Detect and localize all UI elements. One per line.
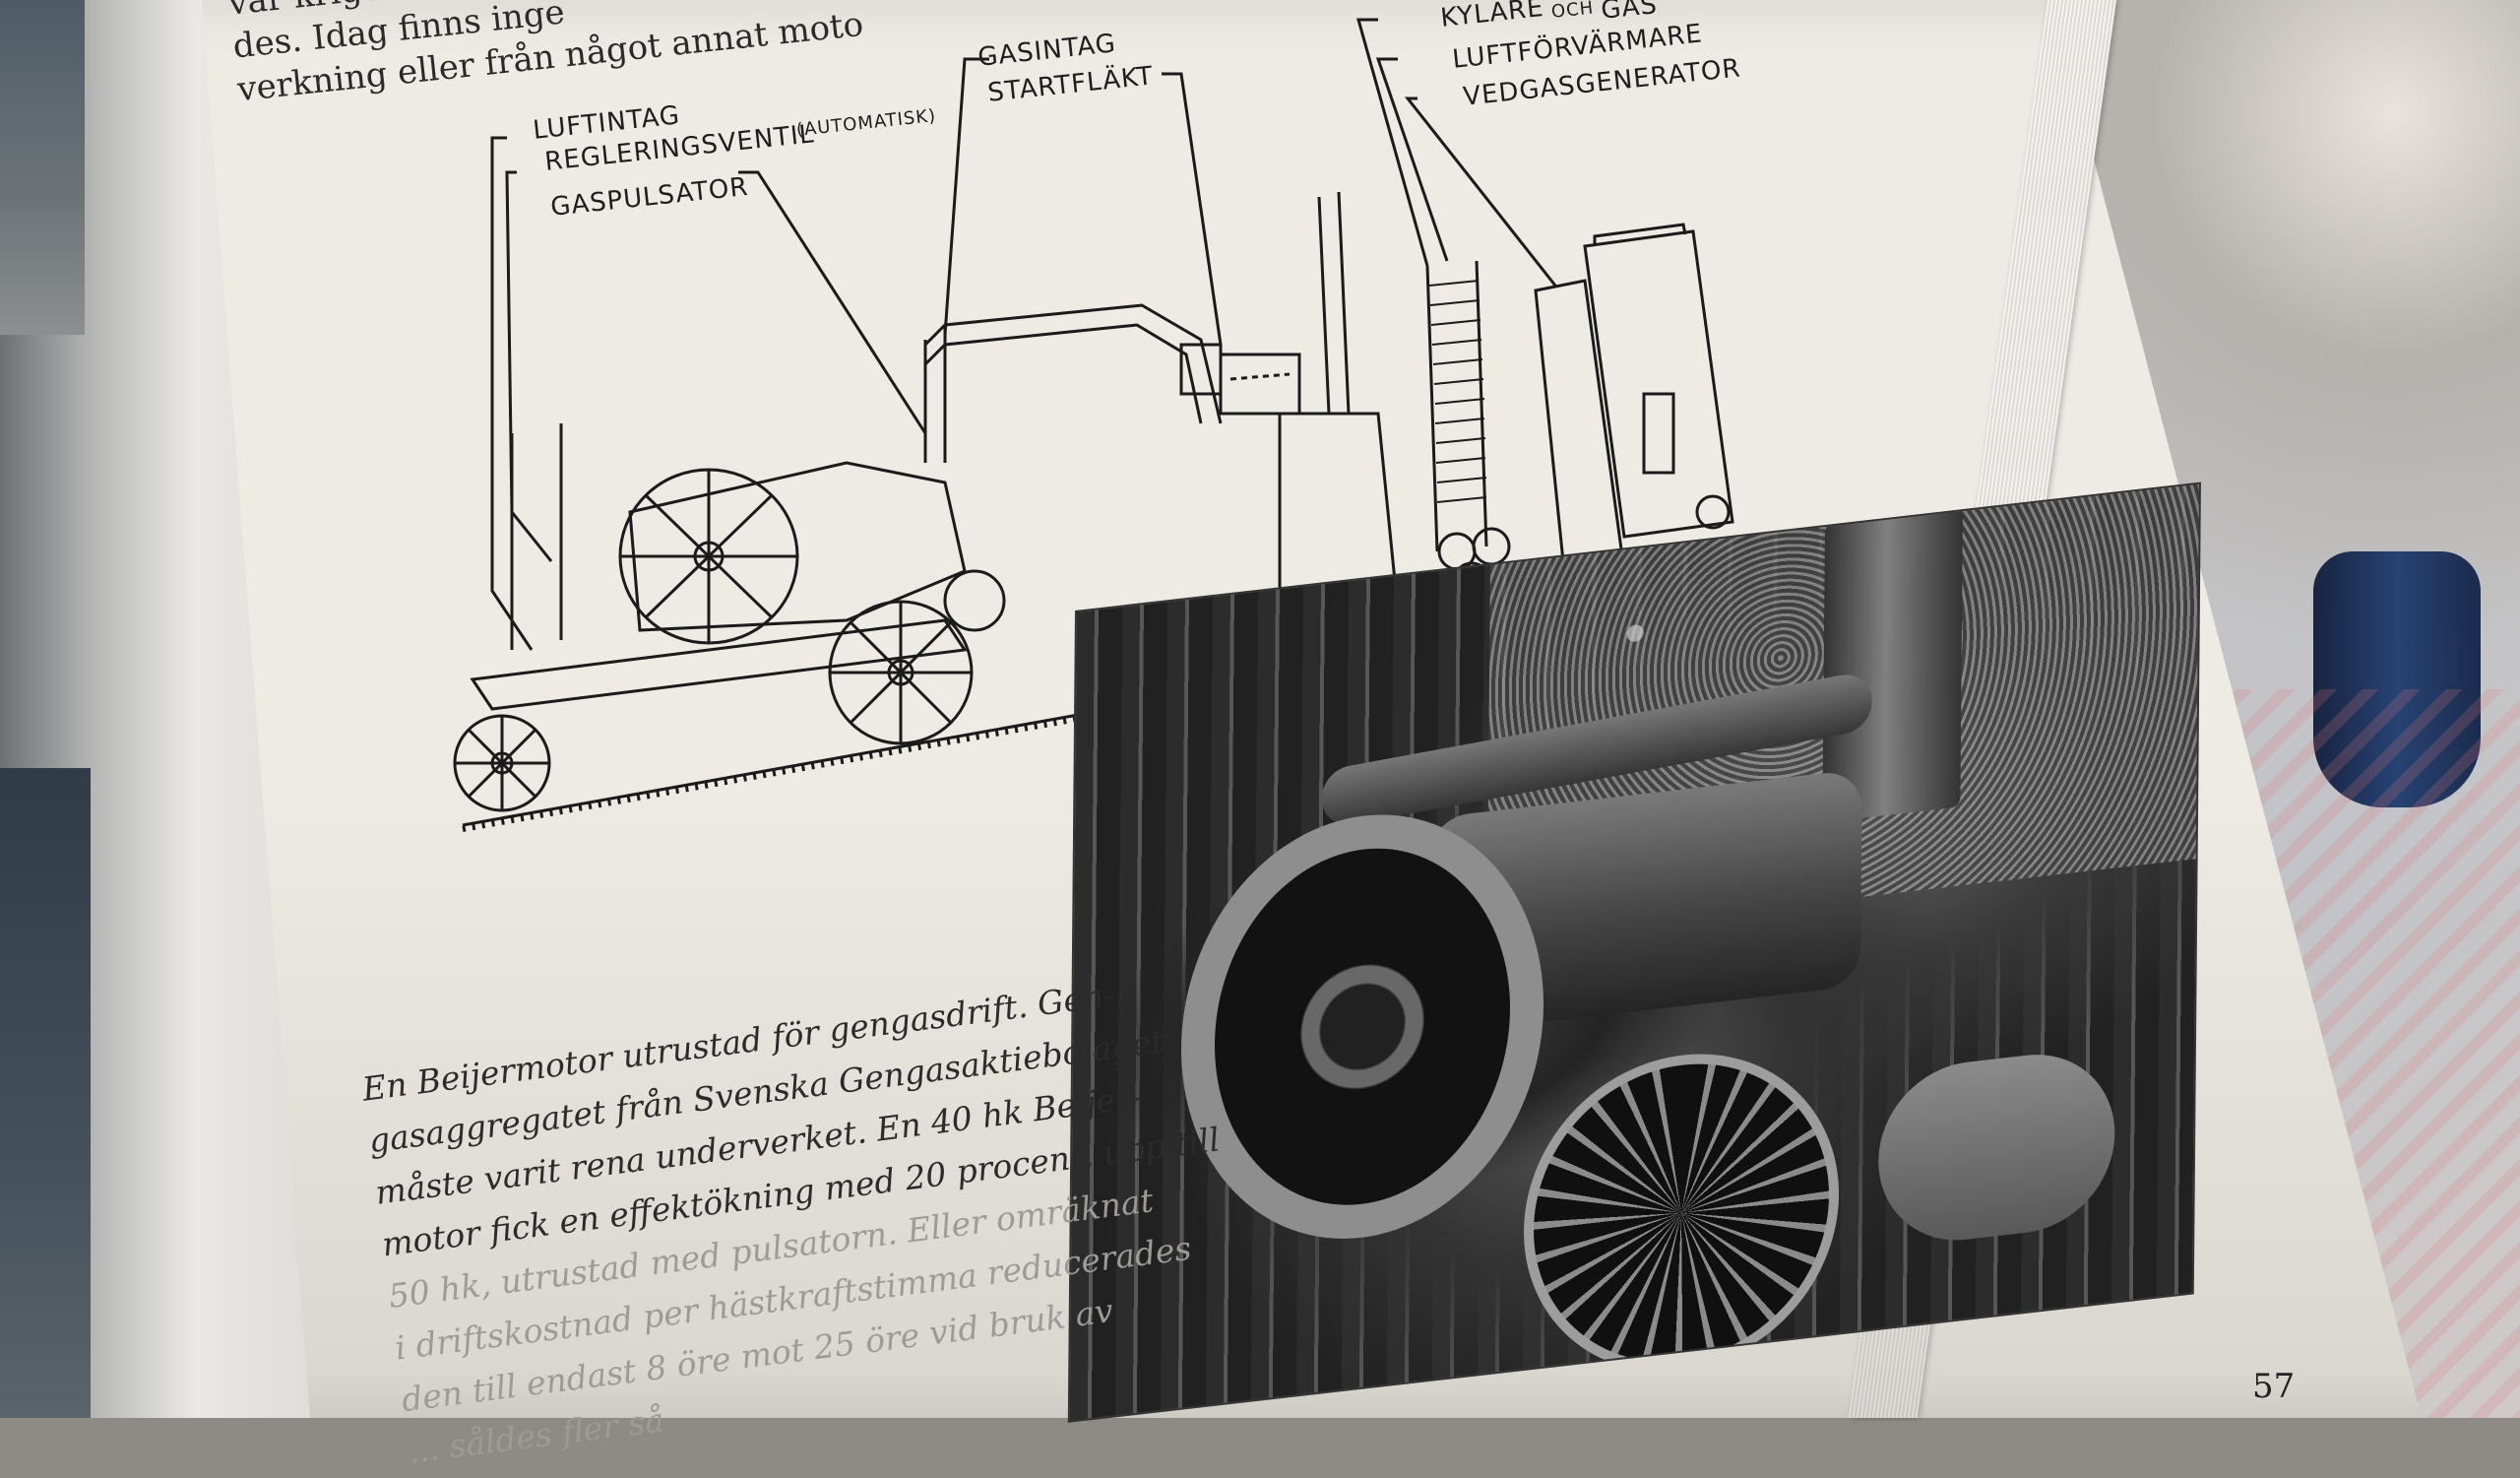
leader-luftforvarmare	[1375, 57, 1449, 262]
leader-kylare	[1356, 18, 1429, 267]
cooler-coil	[1425, 260, 1488, 552]
starter-fan	[1179, 343, 1223, 396]
leader-gasintag	[943, 57, 989, 336]
photo-flywheel	[1179, 795, 1545, 1258]
leader-gaspulsator	[738, 170, 927, 434]
page-number: 57	[2252, 1367, 2296, 1406]
leader-regleringsventil	[505, 170, 553, 562]
photo-generator-chimney	[1822, 491, 1964, 823]
leader-startflakt	[1162, 72, 1223, 346]
leader-vedgasgenerator	[1404, 96, 1557, 287]
intake-pipe	[923, 303, 1223, 424]
leader-luftintag	[490, 136, 534, 651]
left-page-photo-bottom	[0, 768, 91, 1418]
photo-wheel	[1522, 1037, 1841, 1389]
engine-body	[628, 461, 967, 632]
photo-tank	[1877, 1045, 2116, 1251]
engine-photograph	[1067, 482, 2201, 1423]
engine-platform	[470, 618, 968, 711]
left-page-photo-top	[0, 0, 85, 335]
blue-mug	[2313, 551, 2481, 807]
generator-tank	[1583, 229, 1734, 539]
